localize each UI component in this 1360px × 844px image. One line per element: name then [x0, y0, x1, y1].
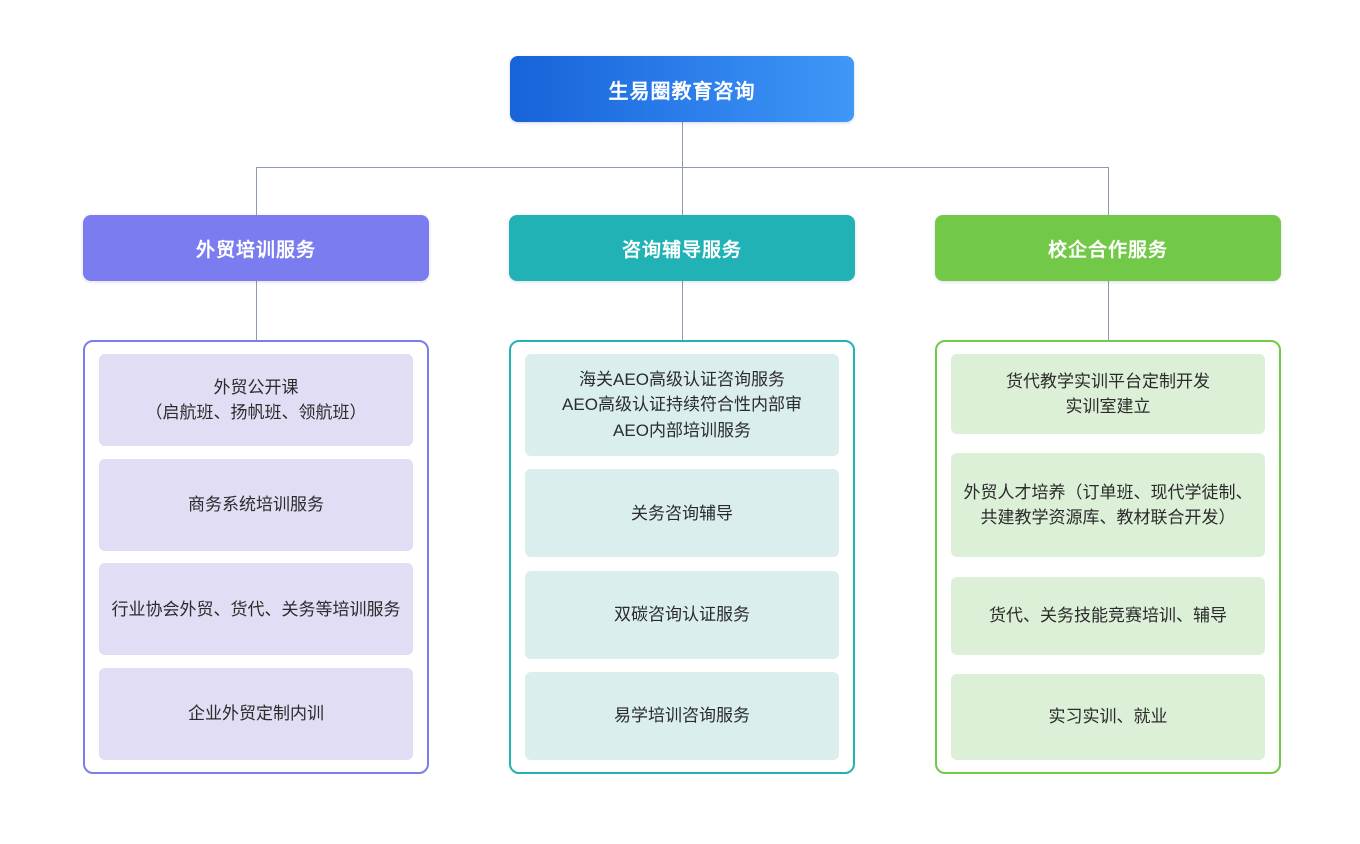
branch-body-consulting-tutoring: 海关AEO高级认证咨询服务 AEO高级认证持续符合性内部审 AEO内部培训服务 … [509, 340, 855, 774]
branch-header-label: 外贸培训服务 [195, 239, 316, 261]
branch-body-foreign-trade-training: 外贸公开课 （启航班、扬帆班、领航班） 商务系统培训服务 行业协会外贸、货代、关… [83, 340, 429, 774]
leaf-card[interactable]: 双碳咨询认证服务 [525, 570, 839, 659]
connector-branch-3-body [1108, 281, 1109, 340]
branch-body-school-enterprise-cooperation: 货代教学实训平台定制开发 实训室建立 外贸人才培养（订单班、现代学徒制、共建教学… [935, 340, 1281, 774]
leaf-card[interactable]: 外贸公开课 （启航班、扬帆班、领航班） [99, 354, 413, 446]
leaf-card[interactable]: 企业外贸定制内训 [99, 667, 413, 760]
branch-header-consulting-tutoring[interactable]: 咨询辅导服务 [509, 215, 855, 281]
connector-branch-2-drop [682, 167, 683, 215]
leaf-card[interactable]: 货代、关务技能竞赛培训、辅导 [951, 576, 1265, 655]
connector-root-stem [682, 122, 683, 167]
branch-foreign-trade-training: 外贸培训服务 外贸公开课 （启航班、扬帆班、领航班） 商务系统培训服务 行业协会… [83, 215, 429, 774]
branch-header-label: 咨询辅导服务 [621, 239, 742, 261]
leaf-card[interactable]: 货代教学实训平台定制开发 实训室建立 [951, 354, 1265, 434]
leaf-card[interactable]: 行业协会外贸、货代、关务等培训服务 [99, 563, 413, 656]
connector-branch-1-body [256, 281, 257, 340]
leaf-card[interactable]: 海关AEO高级认证咨询服务 AEO高级认证持续符合性内部审 AEO内部培训服务 [525, 354, 839, 456]
leaf-card[interactable]: 实习实训、就业 [951, 673, 1265, 760]
leaf-card[interactable]: 关务咨询辅导 [525, 469, 839, 558]
branch-header-label: 校企合作服务 [1047, 239, 1168, 261]
branch-consulting-tutoring: 咨询辅导服务 海关AEO高级认证咨询服务 AEO高级认证持续符合性内部审 AEO… [509, 215, 855, 774]
branch-header-foreign-trade-training[interactable]: 外贸培训服务 [83, 215, 429, 281]
leaf-card[interactable]: 商务系统培训服务 [99, 458, 413, 551]
root-node-title: 生易圈教育咨询 [608, 80, 756, 103]
branch-header-school-enterprise-cooperation[interactable]: 校企合作服务 [935, 215, 1281, 281]
leaf-card[interactable]: 外贸人才培养（订单班、现代学徒制、共建教学资源库、教材联合开发） [951, 453, 1265, 558]
leaf-card[interactable]: 易学培训咨询服务 [525, 671, 839, 760]
connector-branch-1-drop [256, 167, 257, 215]
connector-branch-3-drop [1108, 167, 1109, 215]
branch-school-enterprise-cooperation: 校企合作服务 货代教学实训平台定制开发 实训室建立 外贸人才培养（订单班、现代学… [935, 215, 1281, 774]
connector-branch-2-body [682, 281, 683, 340]
root-node[interactable]: 生易圈教育咨询 [510, 56, 854, 122]
